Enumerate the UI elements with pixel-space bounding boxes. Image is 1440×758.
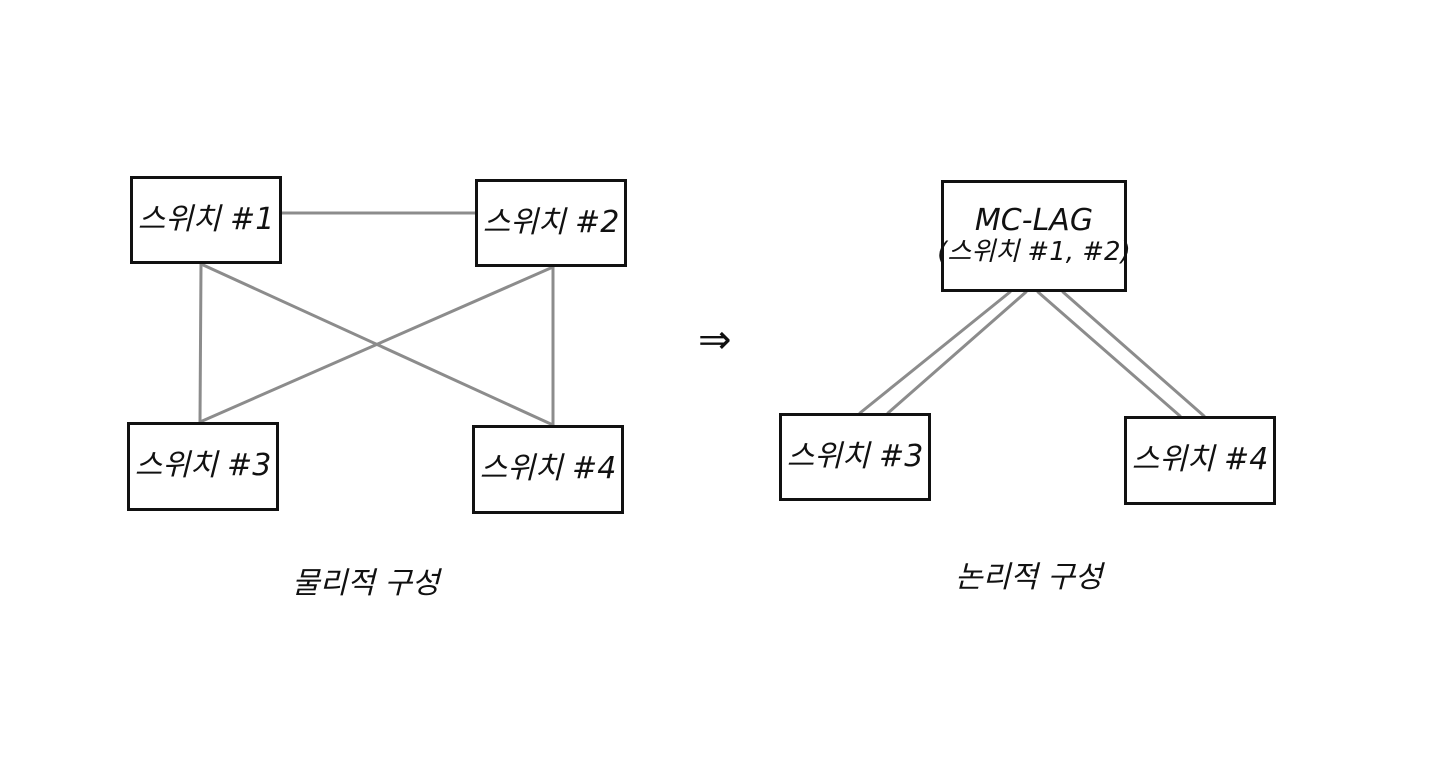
node-label: 스위치 #4 [1131,442,1269,478]
node-label: 스위치 #3 [786,438,924,474]
node-label: 스위치 #2 [482,204,620,240]
physical-switch-4: 스위치 #4 [472,425,624,514]
physical-links [198,211,555,427]
node-label: 스위치 #3 [134,448,272,484]
logical-switch-3: 스위치 #3 [779,413,931,501]
physical-switch-2: 스위치 #2 [475,179,627,267]
mclag-label: MC-LAG [974,202,1094,238]
link-s2-s3 [198,265,555,424]
physical-switch-1: 스위치 #1 [130,176,282,264]
mclag-node: MC-LAG (스위치 #1, #2) [937,180,1131,292]
physical-switch-3: 스위치 #3 [127,422,279,511]
node-label: 스위치 #1 [137,201,275,237]
node-label: 스위치 #4 [479,451,617,487]
lag-link-s4-b [1061,290,1206,418]
lag-link-s3-b [886,290,1028,415]
logical-links [858,290,1206,418]
lag-link-s3-a [858,290,1012,415]
mclag-sublabel: (스위치 #1, #2) [937,237,1131,268]
physical-caption: 물리적 구성 [292,566,440,601]
transform-arrow: ⇒ [698,317,732,363]
lag-link-s4-a [1036,290,1182,418]
logical-switch-4: 스위치 #4 [1124,416,1276,505]
link-s1-s3 [198,262,203,424]
logical-caption: 논리적 구성 [955,560,1103,595]
